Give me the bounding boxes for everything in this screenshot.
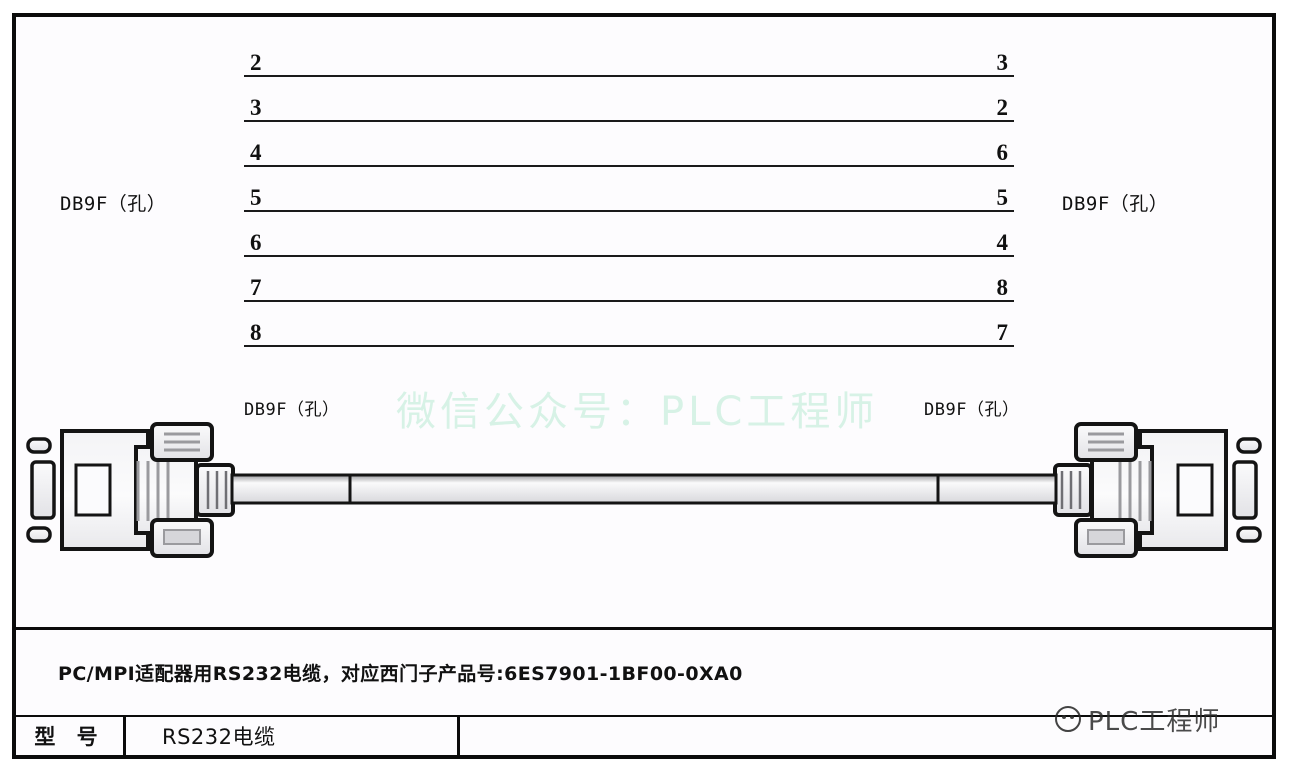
description-row: PC/MPI适配器用RS232电缆，对应西门子产品号:6ES7901-1BF00… xyxy=(16,630,1272,715)
pin-number-right: 7 xyxy=(996,320,1009,345)
pin-connection-line xyxy=(244,75,1014,77)
left-port-label: DB9F（孔） xyxy=(60,193,167,215)
pin-number-right: 2 xyxy=(996,95,1009,120)
pin-wiring-area: DB9F（孔） DB9F（孔） 2 3 3 2 4 6 5 5 6 4 7 xyxy=(16,17,1272,627)
cable-body xyxy=(344,473,948,505)
description-divider xyxy=(16,627,1272,630)
pin-connection-line xyxy=(244,300,1014,302)
pin-number-left: 2 xyxy=(250,50,262,75)
right-port-label: DB9F（孔） xyxy=(1062,193,1169,215)
pin-connection-line xyxy=(244,165,1014,167)
pin-connection-line xyxy=(244,345,1014,347)
pin-number-right: 6 xyxy=(996,140,1009,165)
pin-row: 4 6 xyxy=(244,141,1014,167)
pin-connection-line xyxy=(244,120,1014,122)
pin-number-left: 8 xyxy=(250,320,262,345)
pin-connection-line xyxy=(244,210,1014,212)
pin-row: 6 4 xyxy=(244,231,1014,257)
spec-type-header: 型 号 xyxy=(16,717,126,755)
thumbscrew-top xyxy=(1236,437,1262,454)
pin-number-right: 5 xyxy=(996,185,1009,210)
strain-relief-left xyxy=(195,463,235,517)
connector-left-label: DB9F（孔） xyxy=(244,400,340,420)
pin-row: 8 7 xyxy=(244,321,1014,347)
pin-connection-line xyxy=(244,255,1014,257)
pin-number-left: 5 xyxy=(250,185,262,210)
pin-number-left: 3 xyxy=(250,95,262,120)
strain-relief-right xyxy=(1053,463,1093,517)
pin-row: 5 5 xyxy=(244,186,1014,212)
pin-number-left: 7 xyxy=(250,275,262,300)
pin-row: 2 3 xyxy=(244,51,1014,77)
cable-illustration: DB9F（孔） DB9F（孔） xyxy=(16,395,1272,585)
spec-type-value: RS232电缆 xyxy=(126,717,460,755)
spec-table-row: 型 号 RS232电缆 xyxy=(16,717,1272,755)
pin-row: 3 2 xyxy=(244,96,1014,122)
pin-number-left: 4 xyxy=(250,140,262,165)
pin-number-left: 6 xyxy=(250,230,262,255)
thumbscrew-top xyxy=(26,437,52,454)
description-text: PC/MPI适配器用RS232电缆，对应西门子产品号:6ES7901-1BF00… xyxy=(58,663,743,685)
pin-number-right: 3 xyxy=(996,50,1009,75)
diagram-frame: DB9F（孔） DB9F（孔） 2 3 3 2 4 6 5 5 6 4 7 xyxy=(12,13,1276,759)
pin-number-right: 4 xyxy=(996,230,1009,255)
thumbscrew-bottom xyxy=(1236,526,1262,543)
connector-right-label: DB9F（孔） xyxy=(924,400,1020,420)
rs232-cable-drawing xyxy=(26,422,1262,558)
connector-left xyxy=(26,422,352,558)
spec-blank-cell xyxy=(460,717,1272,755)
pin-number-right: 8 xyxy=(996,275,1009,300)
connector-right xyxy=(936,422,1262,558)
table-divider xyxy=(16,715,1272,717)
pin-row: 7 8 xyxy=(244,276,1014,302)
thumbscrew-bottom xyxy=(26,526,52,543)
